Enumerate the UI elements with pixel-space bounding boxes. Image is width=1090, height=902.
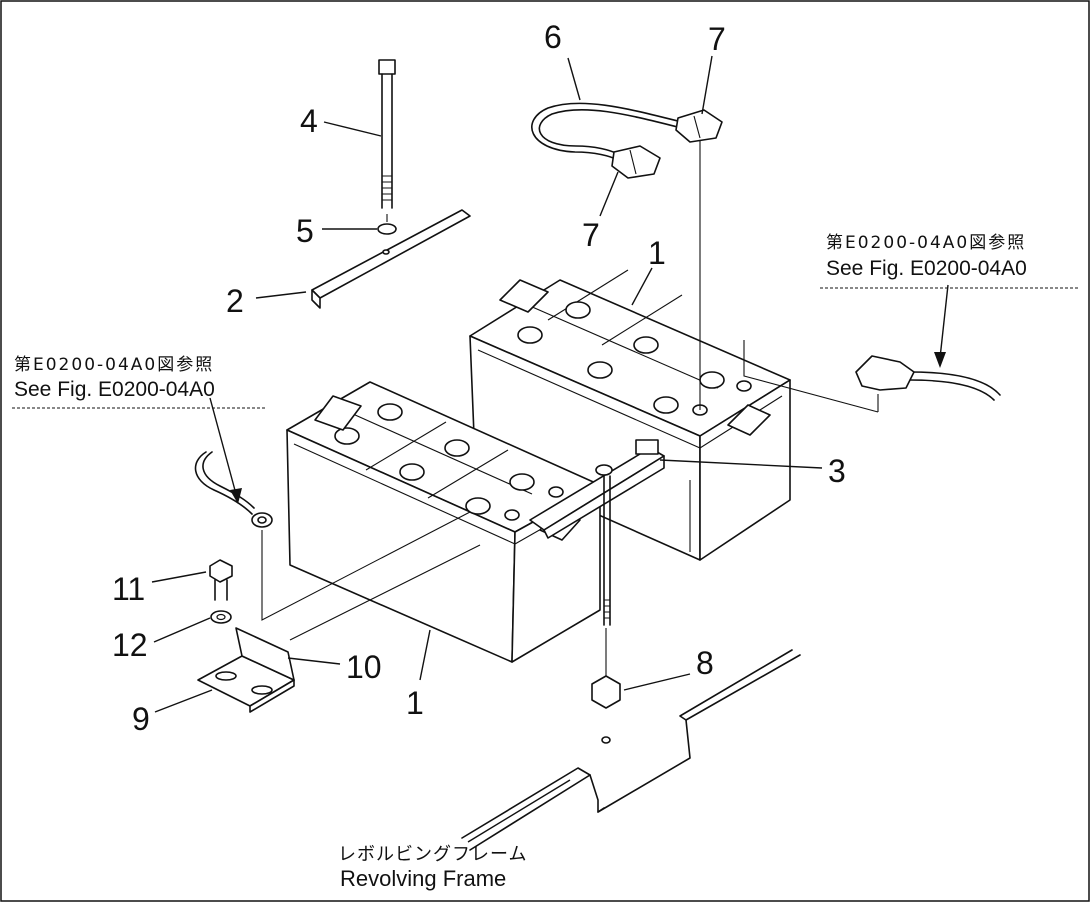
arrowhead-right [934,352,946,368]
reference-left-jp: 第E0200-04A0図参照 [14,355,214,375]
arrowhead-left [230,488,242,504]
reference-right: 第E0200-04A0図参照 See Fig. E0200-04A0 [820,233,1078,289]
reference-right-jp: 第E0200-04A0図参照 [826,233,1026,253]
callout-1-upper: 1 [648,235,666,271]
ground-cable [194,451,273,528]
callout-labels: 1 1 2 3 4 5 6 7 7 8 9 10 11 12 [112,19,846,737]
reference-left-en: See Fig. E0200-04A0 [14,378,215,401]
terminal-7-upper [675,109,723,143]
callout-10: 10 [346,649,382,685]
callout-11: 11 [112,571,145,607]
washer-5 [377,223,397,235]
frame-label: レボルビングフレーム Revolving Frame [338,844,527,891]
callout-1-lower: 1 [406,685,424,721]
cable-6 [531,102,691,161]
battery-upper-caps [517,301,725,414]
frame-label-jp: レボルビングフレーム [338,844,527,865]
reference-right-en: See Fig. E0200-04A0 [826,257,1027,280]
callout-8: 8 [696,645,714,681]
callout-7-lower: 7 [582,217,600,253]
callout-2: 2 [226,283,244,319]
battery-lower-caps [334,403,535,515]
washer-12-hole [216,613,226,621]
bracket-9 [197,627,295,713]
callout-5: 5 [296,213,314,249]
revolving-frame-outline [461,649,801,851]
leader-lines [151,55,949,843]
terminal-7-lower [611,145,661,179]
bracket-2 [311,209,471,309]
j-bolt-lower [603,475,611,626]
bolt-4 [378,59,396,209]
right-cable-end [855,355,1001,401]
callout-12: 12 [112,627,148,663]
battery-lower [286,381,601,663]
washer-12 [210,610,232,624]
reference-left: 第E0200-04A0図参照 See Fig. E0200-04A0 [12,355,266,409]
nut-8 [591,675,621,744]
assembly-lines [261,140,701,676]
callout-9: 9 [132,701,150,737]
callout-3: 3 [828,453,846,489]
battery-upper [469,269,791,561]
callout-7-upper: 7 [708,21,726,57]
bolt-11 [209,559,233,601]
frame-label-en: Revolving Frame [340,866,506,891]
callout-6: 6 [544,19,562,55]
callout-4: 4 [300,103,318,139]
